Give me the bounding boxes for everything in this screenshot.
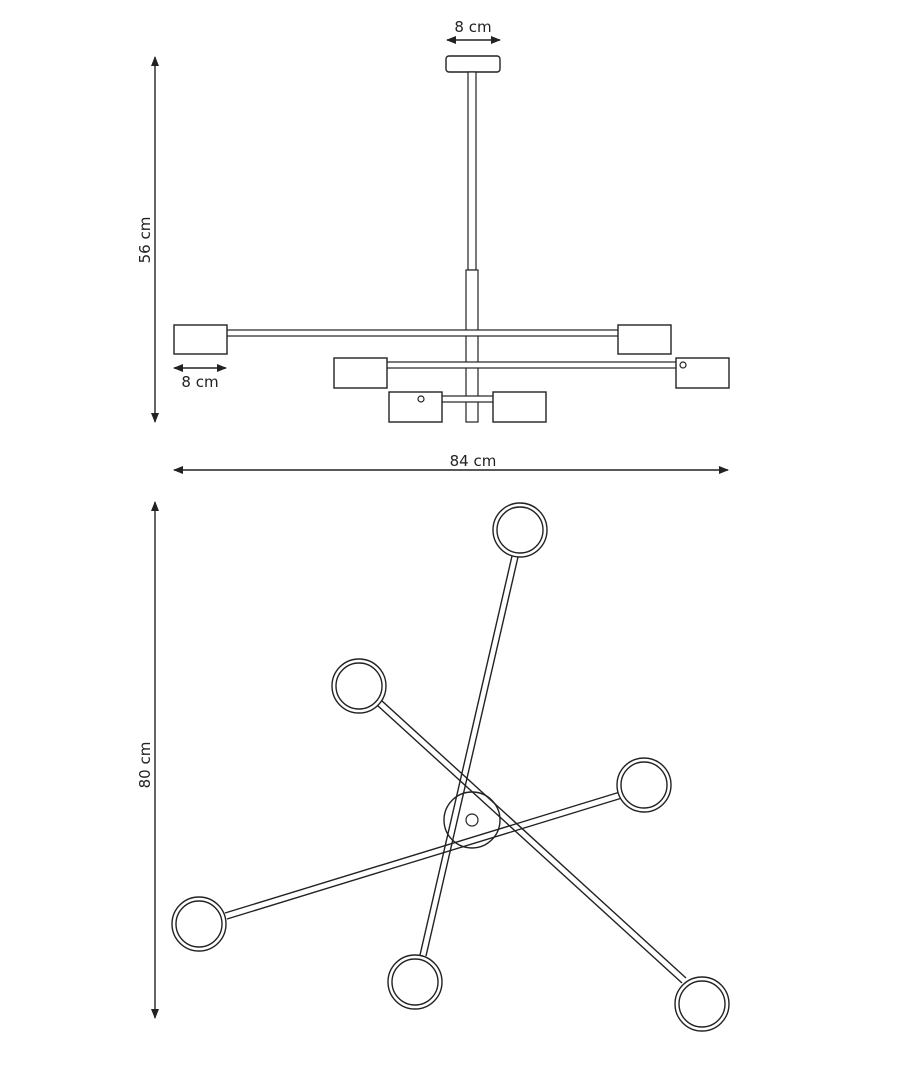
shade-dimension: 8 cm xyxy=(173,364,227,391)
shade-lower-left xyxy=(388,391,443,423)
total-width-dimension: 84 cm xyxy=(173,452,729,474)
ceiling-canopy xyxy=(445,55,501,73)
arm-long-vertical xyxy=(419,555,519,957)
suspension-stem xyxy=(467,71,477,271)
arm-diagonal xyxy=(376,699,687,984)
middle-joint xyxy=(679,361,687,369)
shade-upper-left xyxy=(173,324,228,355)
shade-upper-left-top xyxy=(331,658,387,714)
height-dimension: 56 cm xyxy=(136,56,159,423)
shade-lower-right xyxy=(492,391,547,423)
top-view: 80 cm xyxy=(136,501,730,1032)
shade-upper-right xyxy=(617,324,672,355)
canopy-width-label: 8 cm xyxy=(454,18,491,36)
lower-joint xyxy=(417,395,425,403)
shade-bottom-right-top xyxy=(674,976,730,1032)
span-label: 80 cm xyxy=(136,742,154,789)
height-label: 56 cm xyxy=(136,217,154,264)
shade-top xyxy=(492,502,548,558)
arm-upper xyxy=(225,329,621,337)
hub-center xyxy=(465,813,479,827)
arm-middle xyxy=(385,361,685,369)
side-view: 8 cm 56 cm 8 cm xyxy=(136,18,730,474)
central-column xyxy=(465,269,479,423)
shade-right-top xyxy=(616,757,672,813)
total-width-label: 84 cm xyxy=(450,452,497,470)
shade-left-top xyxy=(171,896,227,952)
shade-bottom-top xyxy=(387,954,443,1010)
arm-horizontal xyxy=(224,791,623,920)
shade-width-label: 8 cm xyxy=(181,373,218,391)
span-dimension: 80 cm xyxy=(136,501,159,1019)
canopy-dimension: 8 cm xyxy=(446,18,501,44)
shade-middle-left xyxy=(333,357,388,389)
